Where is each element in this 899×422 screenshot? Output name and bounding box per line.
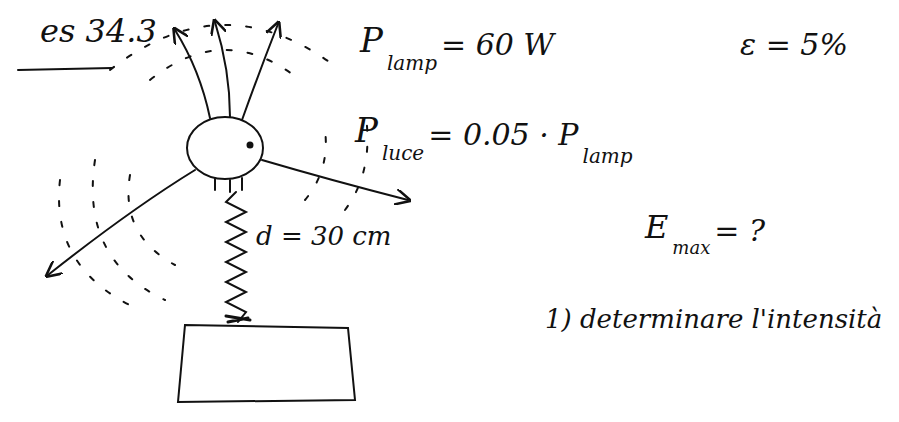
lamp-socket [215, 178, 242, 192]
lamp-bulb [187, 117, 263, 179]
filament-dot [248, 143, 253, 148]
unknown: = ? [714, 214, 765, 247]
symbol: P [355, 112, 378, 149]
formula: = 0.05 · P [428, 118, 578, 151]
task-note: 1) determinare l'intensità [545, 305, 882, 334]
efficiency: ε = 5% [740, 28, 848, 61]
subscript: luce [382, 142, 424, 164]
subscript: lamp [582, 145, 632, 167]
value: = 60 W [441, 28, 554, 61]
distance: d = 30 cm [256, 222, 392, 251]
subscript: max [672, 238, 710, 258]
wave-fronts [59, 25, 368, 310]
light-rays [48, 22, 408, 275]
spring-distance [226, 192, 246, 322]
surface [178, 325, 355, 402]
exercise-number: es 34.3 [40, 14, 157, 49]
symbol: P [360, 22, 383, 59]
title-underline [18, 68, 112, 70]
symbol: E [645, 210, 668, 245]
subscript: lamp [387, 52, 437, 74]
